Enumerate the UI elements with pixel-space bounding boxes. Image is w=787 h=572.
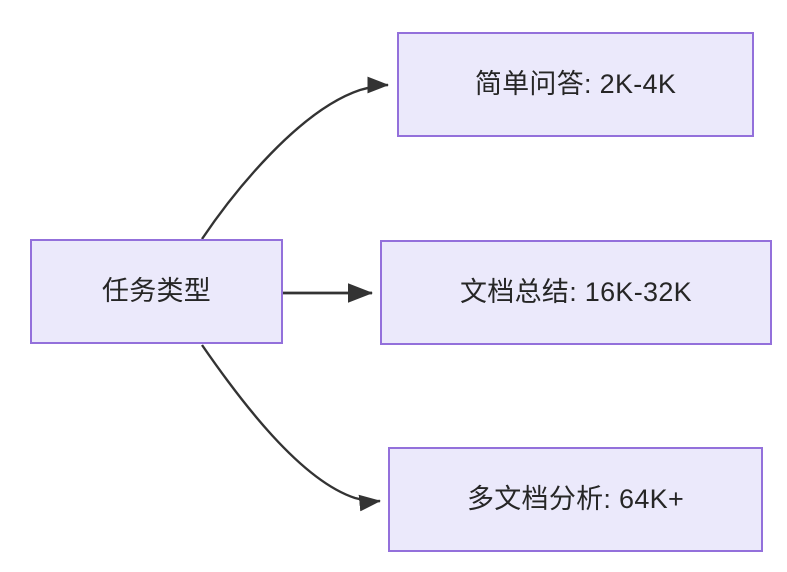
node-task-type[interactable]: 任务类型 (30, 239, 283, 344)
node-task-type-label: 任务类型 (101, 276, 212, 307)
node-simple-qa-label: 简单问答: 2K-4K (474, 69, 677, 100)
node-multi-doc-label: 多文档分析: 64K+ (466, 484, 685, 515)
node-doc-summary-label: 文档总结: 16K-32K (460, 277, 692, 308)
edge-root-to-simple-qa (201, 76, 389, 240)
node-doc-summary[interactable]: 文档总结: 16K-32K (380, 240, 772, 345)
node-simple-qa[interactable]: 简单问答: 2K-4K (397, 32, 754, 137)
edge-root-to-multi-doc (201, 344, 381, 512)
node-multi-doc[interactable]: 多文档分析: 64K+ (388, 447, 763, 552)
